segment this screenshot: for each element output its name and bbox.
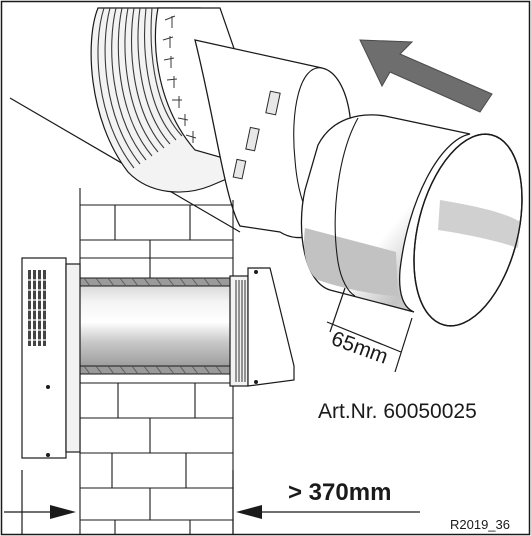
pipe-clips <box>232 90 281 180</box>
inner-grille-gaps <box>27 279 47 341</box>
wall-thickness-label: > 370mm <box>288 479 391 506</box>
drawing-code: R2019_36 <box>450 517 510 532</box>
sleeve-shade <box>304 228 398 296</box>
panel-screw-bottom <box>46 453 50 457</box>
wall-thickness-dimension <box>4 470 420 534</box>
inner-panel-grille <box>28 270 46 346</box>
outer-wall-hood <box>229 267 295 387</box>
hood-cover <box>247 267 295 387</box>
article-number: Art.Nr. 60050025 <box>318 400 477 423</box>
sleeve-inner-shade <box>438 200 520 248</box>
dim-arrow-left <box>50 505 76 519</box>
panel-screw <box>46 385 50 389</box>
pipe-hatch-lines <box>83 277 223 375</box>
fan-unit <box>9 7 352 239</box>
extension-sleeve <box>300 114 523 327</box>
flange-teeth <box>162 15 197 143</box>
wall-pipe <box>75 277 237 375</box>
inner-panel-frame <box>65 263 81 453</box>
unit-ribs <box>97 7 183 169</box>
pipe-bottom-hatch <box>75 365 237 375</box>
insert-direction-arrow <box>359 39 493 113</box>
pipe-body <box>75 285 237 367</box>
hood-screw <box>254 270 258 274</box>
hood-grille <box>235 280 246 382</box>
sleeve-length-dimension <box>326 287 413 373</box>
dim-arrow-right <box>236 505 262 519</box>
sleeve-seam <box>334 117 359 297</box>
pipe-top-hatch <box>75 277 237 287</box>
hood-screw-bottom <box>254 380 258 384</box>
brick-courses <box>80 204 233 534</box>
inner-wall-panel <box>21 257 81 459</box>
